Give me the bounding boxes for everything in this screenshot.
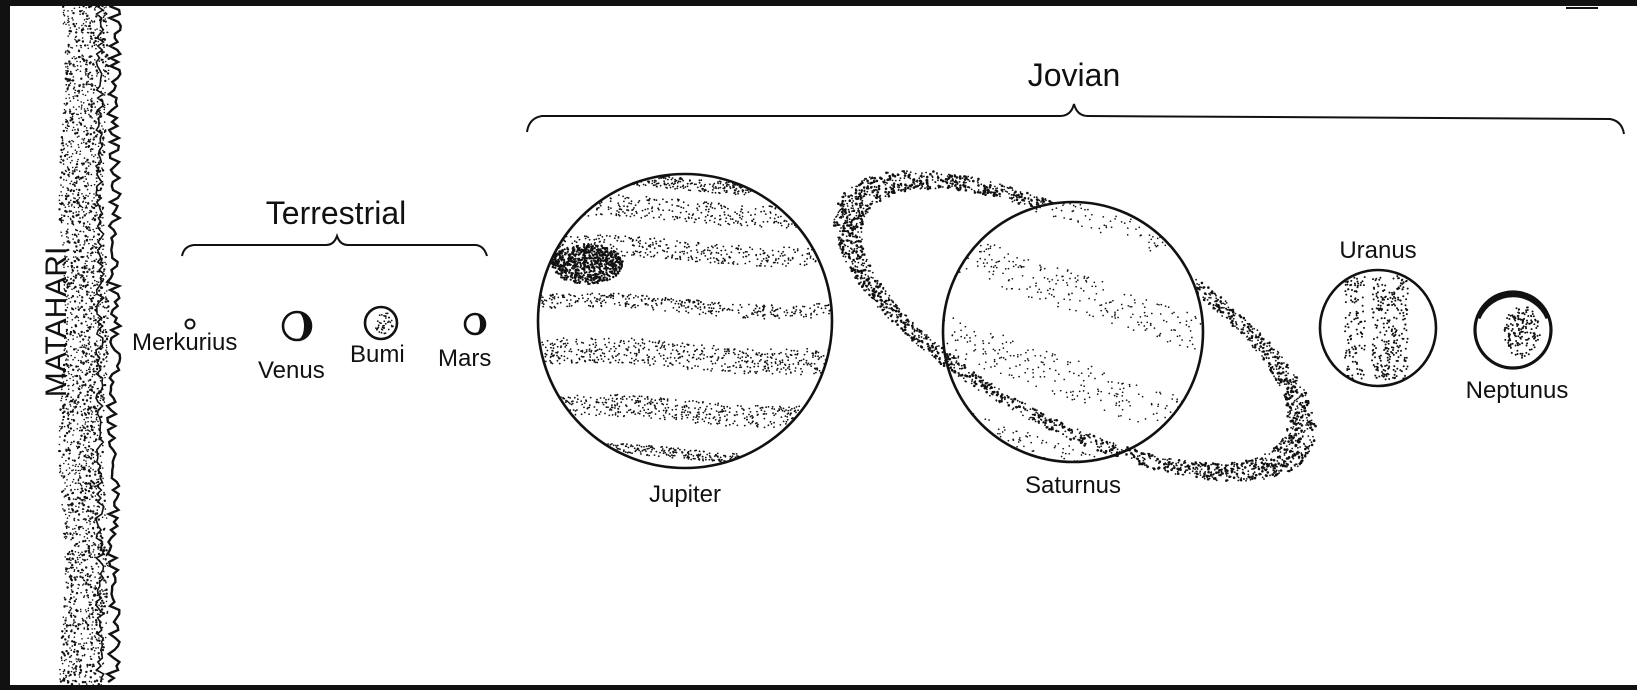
planet-bumi: Bumi xyxy=(350,307,405,368)
diagram-panel: MATAHARI Terrestrial Jovian Merkurius Ve… xyxy=(10,6,1637,685)
sun-label: MATAHARI xyxy=(40,247,73,398)
merkurius-disc xyxy=(186,320,195,329)
saturn-label: Saturnus xyxy=(1025,472,1121,499)
bumi-label: Bumi xyxy=(350,341,405,368)
planet-neptunus: Neptunus xyxy=(1466,292,1569,404)
planet-mars: Mars xyxy=(438,314,491,372)
terrestrial-group: Terrestrial xyxy=(182,195,487,256)
terrestrial-bracket xyxy=(182,236,487,256)
mars-label: Mars xyxy=(438,345,491,372)
planet-saturnus: Saturnus xyxy=(833,170,1317,499)
neptune-label: Neptunus xyxy=(1466,377,1569,404)
planet-uranus: Uranus xyxy=(1320,237,1436,386)
sun: MATAHARI xyxy=(40,6,121,685)
planet-venus: Venus xyxy=(258,312,325,384)
planet-merkurius: Merkurius xyxy=(132,320,237,357)
terrestrial-label: Terrestrial xyxy=(266,195,406,231)
uranus-label: Uranus xyxy=(1339,237,1416,264)
sun-edge-outer xyxy=(107,6,121,682)
jovian-bracket xyxy=(527,104,1624,134)
planet-jupiter: Jupiter xyxy=(538,174,832,508)
merkurius-label: Merkurius xyxy=(132,329,237,356)
sun-edge-inner xyxy=(96,6,104,682)
jovian-label: Jovian xyxy=(1028,57,1121,93)
solar-system-diagram: MATAHARI Terrestrial Jovian Merkurius Ve… xyxy=(10,6,1637,685)
saturn-disc xyxy=(943,202,1203,462)
jovian-group: Jovian xyxy=(527,57,1624,134)
venus-label: Venus xyxy=(258,357,325,384)
jupiter-label: Jupiter xyxy=(649,481,721,508)
